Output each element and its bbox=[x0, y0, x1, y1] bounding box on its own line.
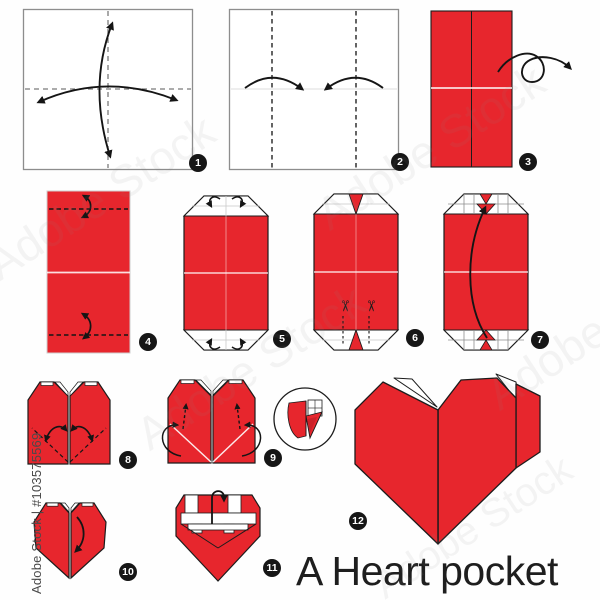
step-11-badge: 11 bbox=[263, 559, 281, 577]
fold-up-arrow bbox=[469, 205, 488, 339]
step-9-diagram bbox=[155, 372, 265, 472]
step-1-badge: 1 bbox=[189, 154, 207, 172]
step-4-diagram bbox=[40, 188, 140, 358]
step-4-badge: 4 bbox=[139, 333, 157, 351]
fold-arrows bbox=[244, 76, 384, 91]
paper-left-flap bbox=[27, 381, 69, 465]
cut-lines bbox=[342, 316, 370, 346]
curl-arrows bbox=[205, 196, 247, 350]
fold-arrow bbox=[74, 516, 85, 553]
wrap-arrows bbox=[161, 421, 262, 457]
paper-left-flap bbox=[167, 379, 212, 464]
step-9-detail-circle bbox=[272, 386, 338, 452]
valley-fold-lines bbox=[271, 11, 357, 168]
crease-lines bbox=[180, 523, 257, 549]
page-title: A Heart pocket bbox=[296, 548, 558, 594]
crease-lines bbox=[169, 423, 254, 463]
step-10-badge: 10 bbox=[119, 563, 137, 581]
paper-left-half bbox=[33, 502, 70, 580]
step-9-badge: 9 bbox=[264, 449, 282, 467]
step-5-diagram bbox=[170, 190, 282, 358]
step-8-diagram bbox=[20, 372, 120, 472]
step-1-diagram bbox=[22, 8, 194, 172]
step-11-diagram bbox=[168, 486, 268, 586]
scissors-icon: ✂ bbox=[362, 300, 379, 313]
fold-arrows bbox=[80, 194, 92, 340]
paper-right-flap bbox=[69, 381, 111, 465]
watermark-credit: Adobe Stock | #103575569 bbox=[29, 432, 44, 594]
paper-right-flap bbox=[212, 379, 256, 464]
finished-heart bbox=[354, 373, 541, 545]
step-2-diagram bbox=[228, 8, 400, 172]
fold-arrows bbox=[44, 424, 94, 443]
step-10-diagram bbox=[20, 490, 120, 585]
step-6-diagram: ✂ ✂ bbox=[300, 188, 412, 358]
step-7-badge: 7 bbox=[531, 331, 549, 349]
step-3-badge: 3 bbox=[519, 153, 537, 171]
step-12-diagram bbox=[348, 372, 548, 554]
turn-over-arrow bbox=[497, 52, 572, 83]
tuck-arrow bbox=[211, 490, 228, 524]
step-12-badge: 12 bbox=[349, 512, 367, 530]
step-3-diagram bbox=[428, 8, 600, 172]
valley-fold-lines bbox=[31, 427, 107, 463]
push-arrows bbox=[182, 402, 241, 430]
paper-right-half bbox=[70, 502, 107, 580]
step-5-badge: 5 bbox=[273, 330, 291, 348]
step-8-badge: 8 bbox=[119, 451, 137, 469]
fold-arrows bbox=[36, 21, 179, 159]
scissors-icon: ✂ bbox=[336, 300, 353, 313]
step-6-badge: 6 bbox=[406, 329, 424, 347]
step-7-diagram bbox=[430, 188, 542, 358]
step-2-badge: 2 bbox=[391, 153, 409, 171]
